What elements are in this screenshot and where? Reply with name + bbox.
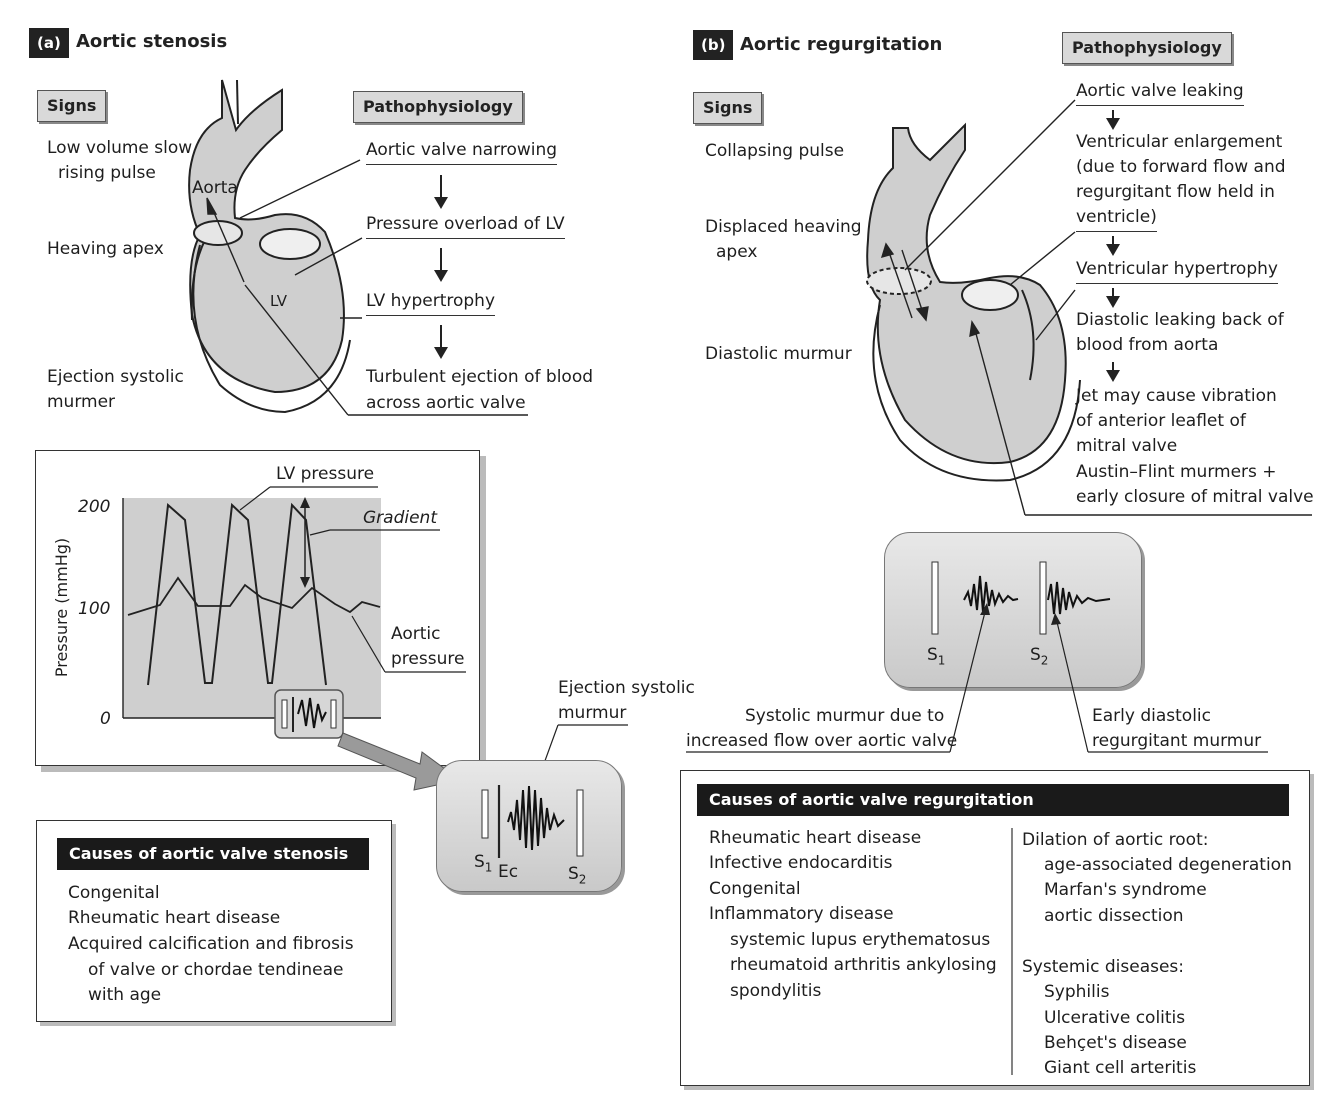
patho-b-step-2c: regurgitant flow held in [1076,182,1275,202]
cause-a-4: of valve or chordae tendineae [88,960,344,980]
patho-b-step-6b: early closure of mitral valve [1076,487,1314,507]
panel-b-patho-tag: Pathophysiology [1062,32,1232,64]
patho-b-step-3: Ventricular hypertrophy [1076,257,1278,284]
patho-b-step-2d: ventricle) [1076,205,1157,232]
sign-diastolic-murmur: Diastolic murmur [705,344,852,364]
s2-label-b: S2 [1030,645,1049,668]
sign-ejection-systolic: Ejection systolic [47,367,184,387]
sign-rising-pulse: rising pulse [58,163,156,183]
panel-a-title: Aortic stenosis [76,31,228,52]
sign-apex: apex [716,242,758,262]
arrow-down-icon [434,175,448,209]
cause-b-right-5: Systemic diseases: [1022,957,1185,977]
panel-a-patho-tag: Pathophysiology [353,91,523,123]
patho-b-step-5c: mitral valve [1076,436,1178,456]
patho-b-step-1: Aortic valve leaking [1076,79,1244,106]
y-tick-0: 0 [100,709,111,729]
diastolic-note-1: Early diastolic [1092,706,1211,726]
patho-a-step-3: LV hypertrophy [366,289,496,316]
cause-b-left-2: Infective endocarditis [709,853,893,873]
cause-a-2: Rheumatic heart disease [68,908,281,928]
systolic-note-2: increased flow over aortic valve [686,731,958,751]
systolic-note-1: Systolic murmur due to [745,706,945,726]
arrow-down-icon [434,248,448,282]
cause-b-right-3: Marfan's syndrome [1044,880,1207,900]
cause-b-left-3: Congenital [709,879,801,899]
patho-a-step-4b: across aortic valve [366,393,526,413]
cause-b-right-4: aortic dissection [1044,906,1184,926]
patho-a-step-1: Aortic valve narrowing [366,138,558,165]
cause-b-right-1: Dilation of aortic root: [1022,830,1209,850]
patho-b-step-5b: of anterior leaflet of [1076,411,1246,431]
patho-b-step-5: Jet may cause vibration [1076,386,1277,406]
panel-b-title: Aortic regurgitation [740,34,943,55]
arrow-down-icon [434,325,448,359]
sign-murmer: murmer [47,392,116,412]
lv-label: LV [270,292,287,310]
arrow-down-icon [1106,110,1120,130]
cause-a-1: Congenital [68,883,160,903]
sign-collapsing-pulse: Collapsing pulse [705,141,845,161]
arrow-down-icon [1106,362,1120,382]
causes-regurgitation-title: Causes of aortic valve regurgitation [697,784,1289,816]
y-tick-200: 200 [78,497,111,517]
diastolic-note-2: regurgitant murmur [1092,731,1262,751]
cause-b-right-6: Syphilis [1044,982,1110,1002]
cause-b-left-4: Inflammatory disease [709,904,894,924]
patho-b-step-4: Diastolic leaking back of [1076,310,1284,330]
murmur-box-regurgitation [884,532,1142,688]
gradient-label: Gradient [363,508,437,528]
cause-b-right-2: age-associated degeneration [1044,855,1292,875]
s1-label-a: S1 [474,852,493,875]
cause-b-right-9: Giant cell arteritis [1044,1058,1197,1078]
lv-pressure-label: LV pressure [276,464,375,484]
aortic-pressure-label-2: pressure [391,649,465,669]
ejection-systolic-label-2: murmur [558,703,627,723]
s1-label-b: S1 [927,645,946,668]
causes-regurgitation-panel [680,770,1310,1086]
cause-a-5: with age [88,985,162,1005]
cause-b-left-5: systemic lupus erythematosus [730,930,991,950]
ec-label: Ec [498,862,519,882]
patho-a-step-2: Pressure overload of LV [366,212,565,239]
causes-stenosis-title: Causes of aortic valve stenosis [57,838,369,870]
y-tick-100: 100 [78,599,111,619]
patho-b-step-4b: blood from aorta [1076,335,1219,355]
aortic-pressure-label-1: Aortic [391,624,441,644]
panel-a-signs-tag: Signs [37,90,107,122]
sign-low-volume: Low volume slow [47,138,193,158]
panel-b-signs-tag: Signs [693,92,763,124]
patho-b-step-6: Austin–Flint murmers + [1076,462,1277,482]
cause-b-left-1: Rheumatic heart disease [709,828,922,848]
s2-label-a: S2 [568,864,587,887]
patho-b-step-2: Ventricular enlargement [1076,132,1283,152]
arrow-down-icon [1106,236,1120,256]
arrow-down-icon [1106,288,1120,308]
panel-b-label: (b) [693,30,734,60]
cause-b-right-8: Behçet's disease [1044,1033,1187,1053]
cause-b-left-6: rheumatoid arthritis ankylosing [730,955,997,975]
cause-a-3: Acquired calcification and fibrosis [68,934,354,954]
sign-displaced-heaving: Displaced heaving [705,217,862,237]
murmur-box-stenosis [436,760,622,892]
cause-b-left-7: spondylitis [730,981,822,1001]
patho-a-step-4: Turbulent ejection of blood [366,367,594,387]
cause-b-right-7: Ulcerative colitis [1044,1008,1186,1028]
aorta-label: Aorta [192,178,238,198]
sign-heaving-apex: Heaving apex [47,239,164,259]
ejection-systolic-label: Ejection systolic [558,678,695,698]
panel-a-label: (a) [29,28,69,58]
patho-b-step-2b: (due to forward flow and [1076,157,1286,177]
